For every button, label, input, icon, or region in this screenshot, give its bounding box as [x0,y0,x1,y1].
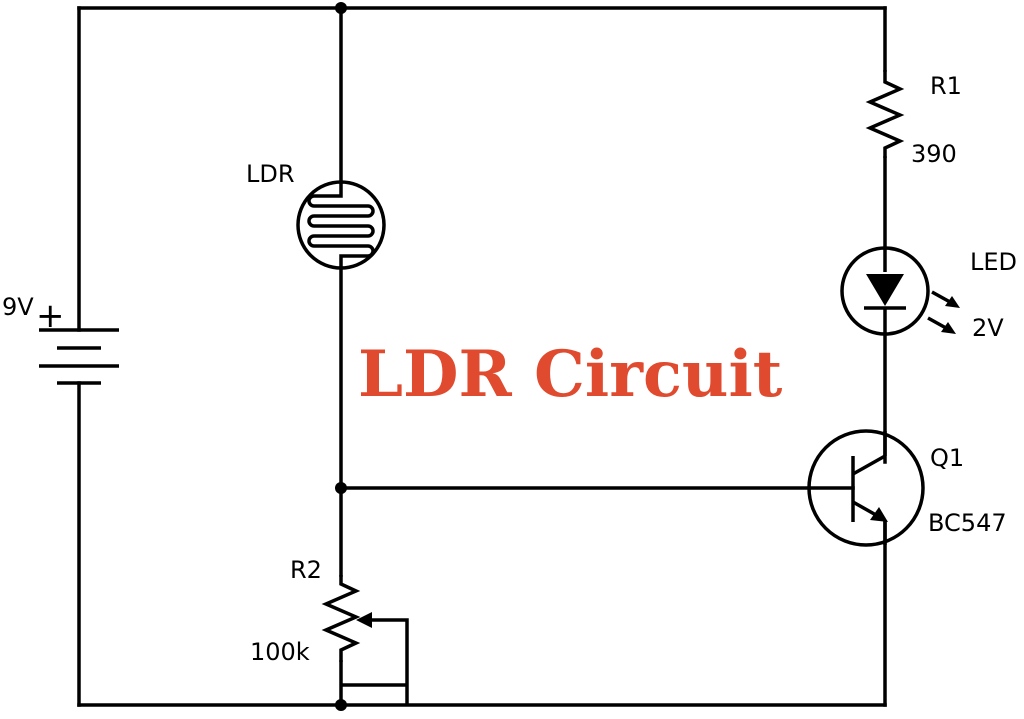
r1-name-label: R1 [930,72,962,100]
led-light-arrowhead-1 [945,296,960,308]
junctions [335,2,347,711]
battery-plus-sign: + [36,296,65,336]
led-name-label: LED [970,248,1017,276]
q1-collector-lead [852,454,886,476]
r2-value-label: 100k [250,638,310,666]
led-light-arrowhead-2 [941,322,956,334]
r2-wiper-arrowhead [356,612,372,628]
r2-wiper-loop [370,618,409,705]
led-diode-triangle [866,274,904,306]
led-voltage-label: 2V [972,314,1004,342]
q1-name-label: Q1 [930,444,964,472]
r2-resistor-zigzag [321,575,361,662]
q1-transistor-symbol [807,429,925,547]
diagram-title: LDR Circuit [358,337,783,412]
q1-emitter-lead [852,500,877,517]
q1-emitter-arrowhead [870,507,888,522]
junction-dot-top [335,2,347,14]
ldr-symbol [296,180,386,270]
r2-potentiometer-symbol [321,575,409,705]
led-light-arrow-1 [931,290,951,304]
battery-symbol [39,328,119,385]
ldr-label: LDR [246,160,295,188]
q1-body [807,429,925,547]
r1-value-label: 390 [911,140,957,168]
led-symbol [840,246,960,336]
r2-name-label: R2 [290,556,322,584]
q1-part-label: BC547 [928,509,1007,537]
r1-resistor-zigzag [865,70,905,158]
wires [77,6,887,707]
led-light-arrow-2 [927,316,947,330]
junction-dot-bottom [335,699,347,711]
junction-dot-base [335,482,347,494]
ldr-serpentine [307,182,375,268]
battery-voltage-label: 9V [2,293,34,321]
